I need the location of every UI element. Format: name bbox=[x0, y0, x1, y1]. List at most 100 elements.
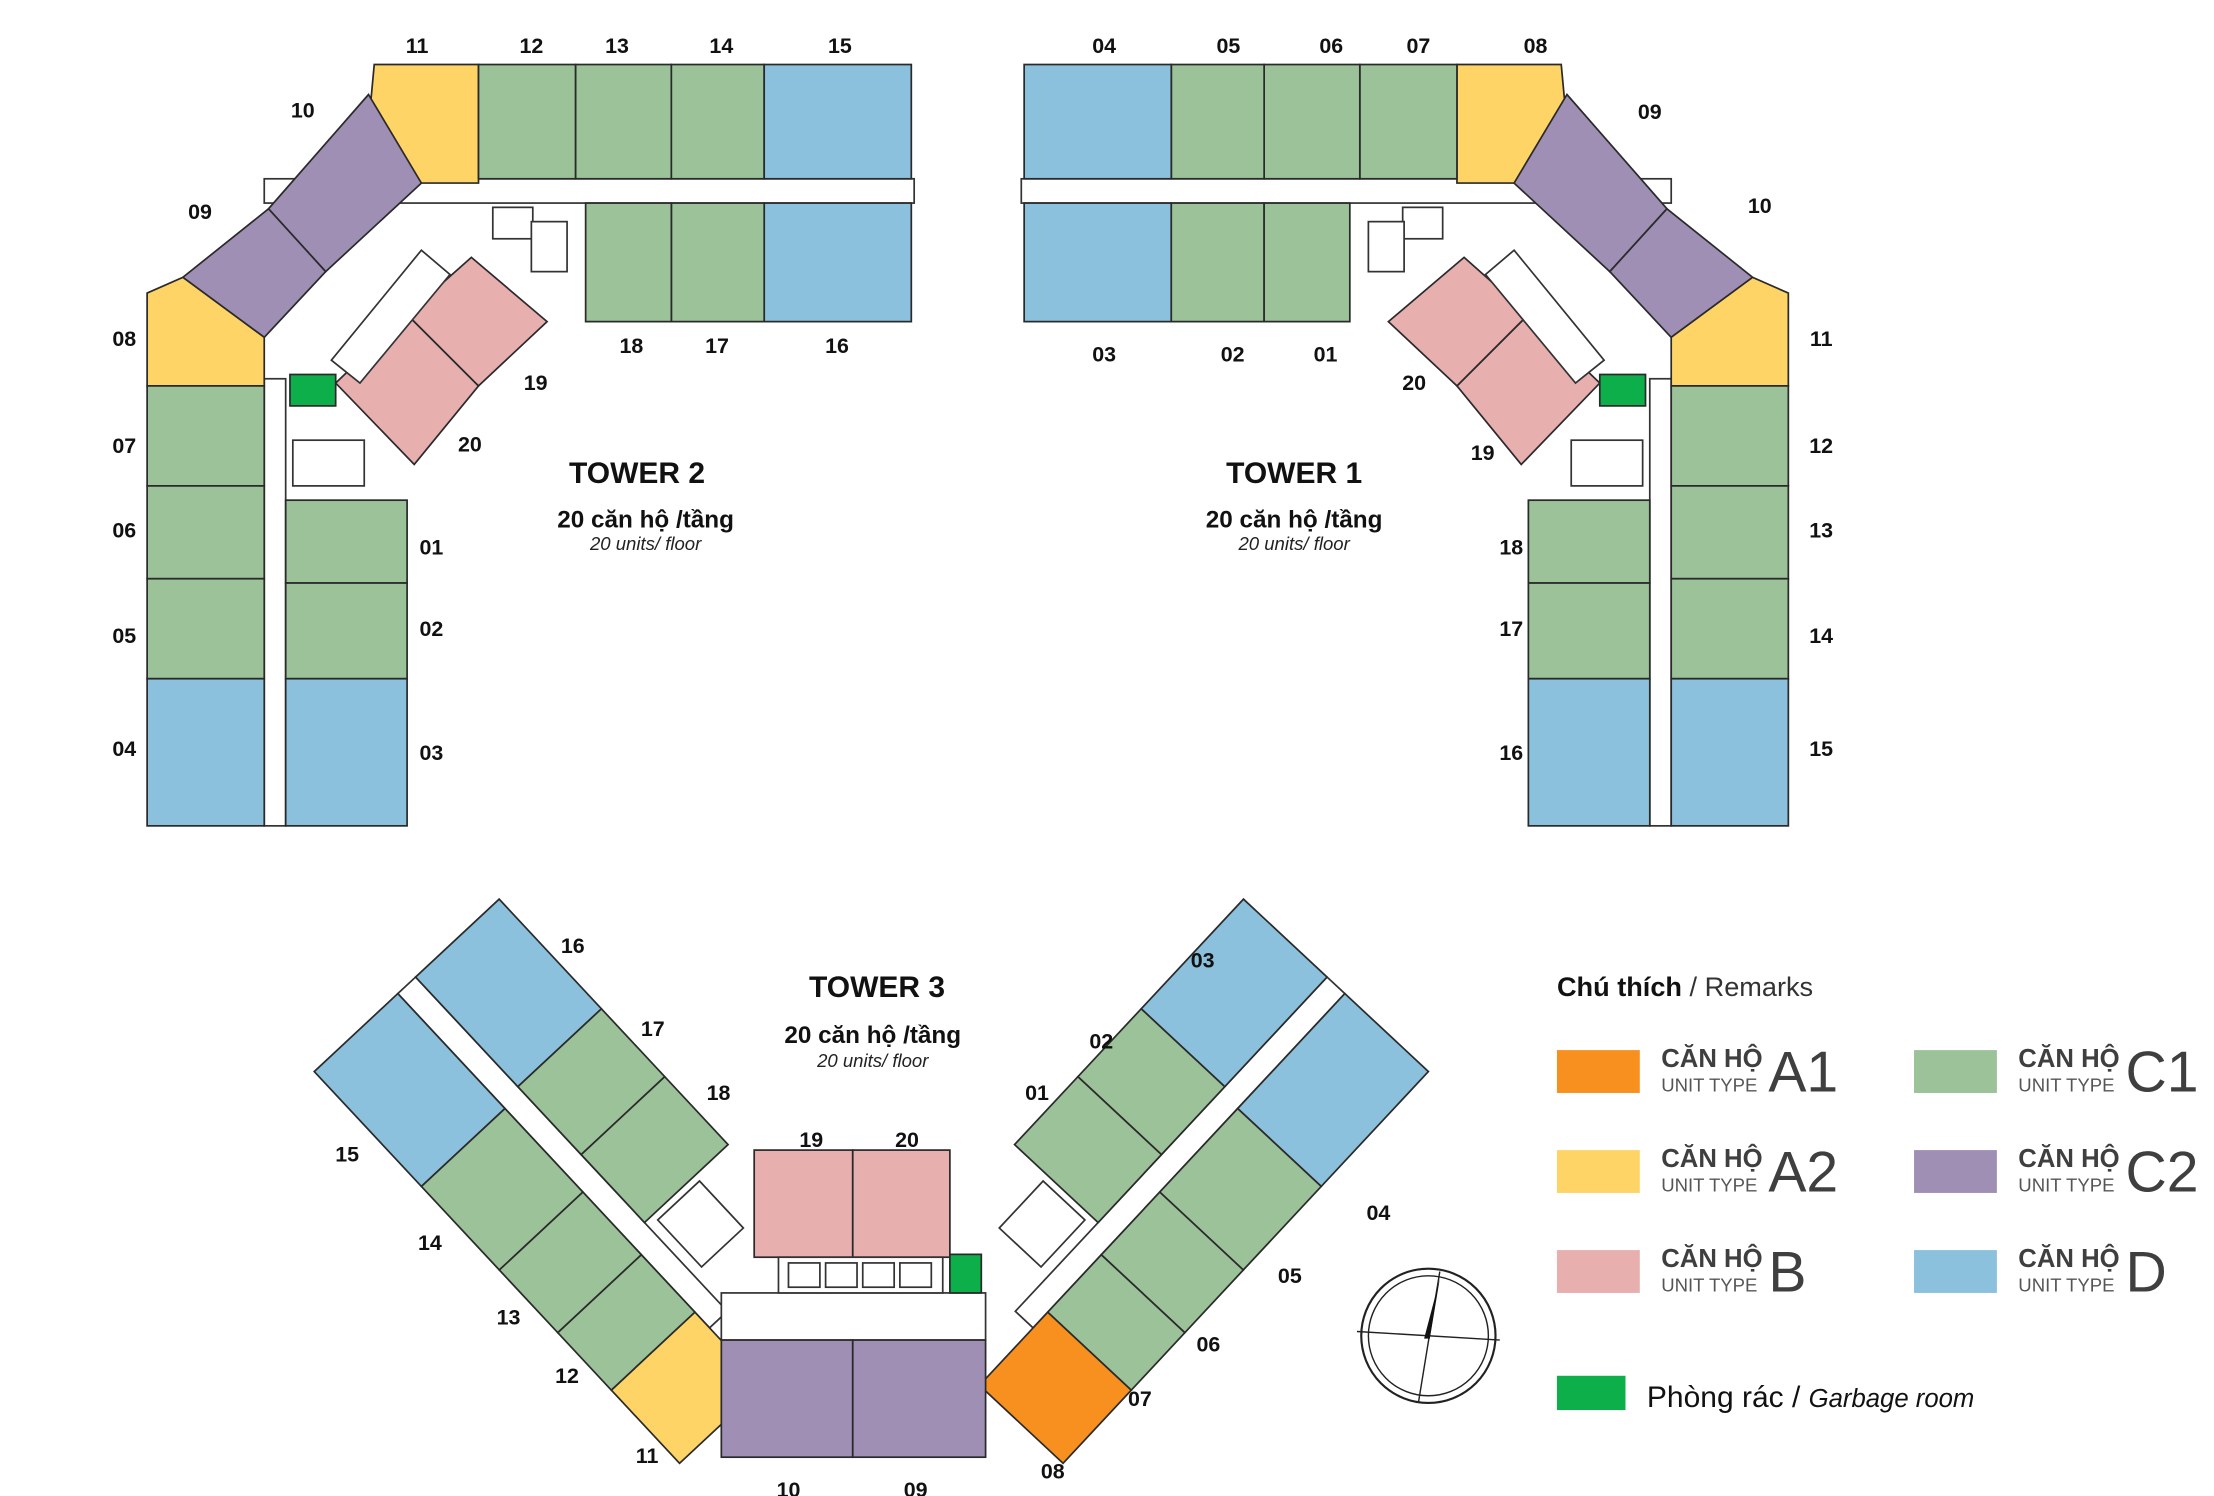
unit-06[interactable] bbox=[146, 485, 266, 580]
legend-item-c2: CĂN HỘ UNIT TYPE C2 bbox=[1914, 1141, 2198, 1205]
unit-number-label: 13 bbox=[1809, 518, 1833, 542]
unit-number-label: 11 bbox=[406, 34, 429, 58]
tower-3-plan bbox=[313, 897, 1430, 1465]
unit-13[interactable] bbox=[574, 63, 673, 180]
unit-09[interactable] bbox=[851, 1339, 987, 1459]
unit-number-label: 16 bbox=[825, 334, 849, 358]
legend-swatch bbox=[1914, 1250, 1997, 1293]
unit-03[interactable] bbox=[284, 677, 408, 827]
unit-16[interactable] bbox=[1023, 202, 1173, 323]
legend-swatch bbox=[1556, 1150, 1640, 1193]
legend-swatch bbox=[1556, 1250, 1640, 1293]
unit-number-label: 11 bbox=[636, 1444, 659, 1468]
legend-item-b: CĂN HỘ UNIT TYPE B bbox=[1556, 1241, 1806, 1305]
legend-item-d: CĂN HỘ UNIT TYPE D bbox=[1914, 1241, 2167, 1305]
legend-code: B bbox=[1768, 1241, 1806, 1305]
unit-number-label: 20 bbox=[1402, 371, 1426, 395]
legend-code: A1 bbox=[1768, 1041, 1838, 1105]
unit-01[interactable] bbox=[1527, 499, 1651, 584]
legend-code: D bbox=[2125, 1241, 2166, 1305]
unit-18[interactable] bbox=[584, 202, 673, 323]
unit-number-label: 12 bbox=[519, 34, 543, 58]
unit-number-label: 18 bbox=[707, 1081, 731, 1105]
unit-01[interactable] bbox=[1013, 1075, 1163, 1224]
unit-02[interactable] bbox=[1527, 582, 1651, 680]
unit-number-label: 19 bbox=[524, 371, 548, 395]
unit-17[interactable] bbox=[670, 202, 766, 323]
legend-garbage-label: Phòng rác / Garbage room bbox=[1647, 1381, 1974, 1414]
unit-06[interactable] bbox=[1670, 485, 1790, 580]
unit-02[interactable] bbox=[284, 582, 408, 680]
unit-number-label: 13 bbox=[605, 34, 629, 58]
unit-08[interactable] bbox=[978, 1311, 1133, 1465]
unit-number-label: 16 bbox=[561, 934, 585, 958]
tower-2-title: TOWER 2 20 căn hộ /tầng 20 units/ floor bbox=[557, 457, 734, 554]
unit-number-label: 05 bbox=[1278, 1264, 1302, 1288]
tower-3-title: TOWER 3 20 căn hộ /tầng 20 units/ floor bbox=[784, 971, 961, 1071]
unit-10[interactable] bbox=[720, 1339, 854, 1459]
tower-name: TOWER 1 bbox=[1226, 457, 1362, 490]
unit-number-label: 17 bbox=[705, 334, 729, 358]
unit-19[interactable] bbox=[1387, 256, 1530, 388]
legend-sub: UNIT TYPE bbox=[2018, 1275, 2114, 1296]
unit-14[interactable] bbox=[1170, 63, 1265, 180]
legend-item-a2: CĂN HỘ UNIT TYPE A2 bbox=[1556, 1141, 1838, 1205]
unit-number-label: 15 bbox=[828, 34, 852, 58]
unit-12[interactable] bbox=[1358, 63, 1458, 180]
legend-sub: UNIT TYPE bbox=[2018, 1075, 2114, 1096]
tower-2-plan bbox=[146, 63, 916, 827]
legend-code: A2 bbox=[1768, 1141, 1838, 1205]
unit-number-label: 18 bbox=[619, 334, 643, 358]
unit-15[interactable] bbox=[1023, 63, 1173, 180]
unit-18[interactable] bbox=[579, 1075, 730, 1224]
unit-number-label: 17 bbox=[1499, 617, 1523, 641]
legend-swatch bbox=[1556, 1050, 1640, 1093]
unit-18[interactable] bbox=[1263, 202, 1351, 323]
unit-08[interactable] bbox=[146, 276, 266, 387]
unit-13[interactable] bbox=[1263, 63, 1361, 180]
units-per-floor-en: 20 units/ floor bbox=[589, 533, 702, 554]
unit-12[interactable] bbox=[477, 63, 577, 180]
unit-07[interactable] bbox=[1670, 385, 1790, 487]
unit-04[interactable] bbox=[1670, 677, 1790, 827]
unit-19[interactable] bbox=[753, 1149, 854, 1259]
unit-17[interactable] bbox=[1170, 202, 1265, 323]
unit-number-label: 05 bbox=[1217, 34, 1241, 58]
unit-number-label: 20 bbox=[895, 1128, 919, 1152]
legend-swatch bbox=[1914, 1150, 1997, 1193]
legend-label: CĂN HỘ bbox=[2018, 1243, 2119, 1273]
legend-code: C1 bbox=[2125, 1041, 2198, 1105]
unit-15[interactable] bbox=[763, 63, 913, 180]
unit-number-label: 19 bbox=[1471, 441, 1495, 465]
unit-07[interactable] bbox=[146, 385, 266, 487]
unit-number-label: 12 bbox=[555, 1364, 579, 1388]
legend-sub: UNIT TYPE bbox=[1661, 1175, 1757, 1196]
unit-08[interactable] bbox=[1670, 276, 1790, 387]
unit-number-label: 06 bbox=[112, 518, 136, 542]
unit-number-label: 15 bbox=[1809, 737, 1833, 761]
legend-label: CĂN HỘ bbox=[1661, 1143, 1762, 1173]
unit-number-label: 10 bbox=[777, 1478, 801, 1496]
unit-number-label: 01 bbox=[1025, 1081, 1049, 1105]
legend-label: CĂN HỘ bbox=[1661, 1043, 1762, 1073]
legend-sub: UNIT TYPE bbox=[1661, 1275, 1757, 1296]
unit-number-label: 17 bbox=[641, 1017, 665, 1041]
units-per-floor: 20 căn hộ /tầng bbox=[1206, 506, 1383, 533]
tower-name: TOWER 3 bbox=[809, 971, 945, 1004]
unit-number-label: 19 bbox=[799, 1128, 823, 1152]
unit-number-label: 20 bbox=[458, 433, 482, 457]
compass-icon bbox=[1356, 1267, 1500, 1404]
unit-number-label: 02 bbox=[1221, 343, 1245, 367]
unit-04[interactable] bbox=[146, 677, 266, 827]
unit-16[interactable] bbox=[763, 202, 913, 323]
unit-20[interactable] bbox=[851, 1149, 951, 1259]
unit-19[interactable] bbox=[405, 256, 549, 388]
unit-05[interactable] bbox=[1670, 577, 1790, 680]
units-per-floor-en: 20 units/ floor bbox=[1237, 533, 1350, 554]
unit-14[interactable] bbox=[670, 63, 766, 180]
unit-03[interactable] bbox=[1527, 677, 1651, 827]
legend-label: CĂN HỘ bbox=[2018, 1043, 2119, 1073]
unit-number-label: 07 bbox=[1128, 1387, 1152, 1411]
unit-05[interactable] bbox=[146, 577, 266, 680]
unit-01[interactable] bbox=[284, 499, 408, 584]
